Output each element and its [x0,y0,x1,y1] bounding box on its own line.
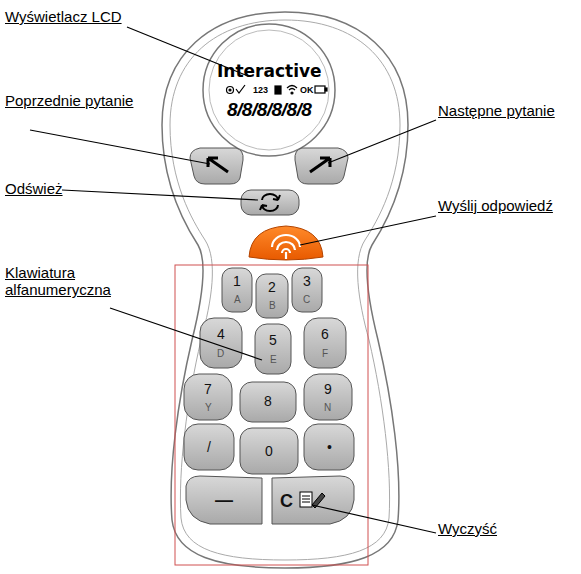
key-letter: C [303,294,310,306]
next-button [295,148,348,184]
lcd-digits: 8/8/8/8/8/8 [227,99,311,121]
lcd-indicator: 123 [253,85,268,95]
key-digit: 0 [265,443,273,459]
key-letter: N [324,402,331,414]
keypad-frame [175,265,368,565]
key-digit: 8 [264,393,272,409]
key-digit: 2 [268,279,276,295]
refresh-button [241,190,299,215]
key-letter: A [234,294,241,306]
callout-label: Następne pytanie [438,102,555,119]
refresh-icon [260,194,280,211]
next-arrow [310,158,330,172]
key-digit: 4 [217,326,225,342]
key-symbol: — [215,490,233,511]
key-letter: Y [205,402,212,414]
key-digit: 6 [321,326,329,342]
callout-label: Klawiatura alfanumeryczna [5,264,135,299]
prev-arrow [208,158,228,172]
key-digit: 9 [324,381,332,397]
key-letter: D [217,348,224,360]
key-symbol: C [280,491,293,512]
key-digit: 3 [303,273,311,289]
callout-label: Poprzednie pytanie [5,92,135,109]
prev-button [190,148,243,184]
lcd-indicator: OK [300,85,314,95]
callout-label: Wyślij odpowiedź [438,197,553,214]
keypad-keys [184,268,354,524]
key-letter: F [322,348,328,360]
key-symbol: / [207,439,211,455]
callout-label: Wyświetlacz LCD [5,8,122,25]
key-letter: E [270,354,277,366]
send-icon-stem [285,252,287,259]
key-letter: B [269,300,276,312]
key-symbol: • [327,439,332,455]
key-digit: 1 [233,273,241,289]
lcd-bezel-inner [209,30,329,150]
device-body [162,12,408,568]
key-digit: 7 [204,381,212,397]
send-icon [272,235,300,253]
callout-label: Wyczyść [438,520,497,537]
callout-label: Odśwież [5,180,63,197]
device-body-inner [170,20,400,560]
lcd-bezel [203,24,335,156]
key-digit: 5 [269,332,277,348]
lcd-text: Interactive [217,62,322,82]
